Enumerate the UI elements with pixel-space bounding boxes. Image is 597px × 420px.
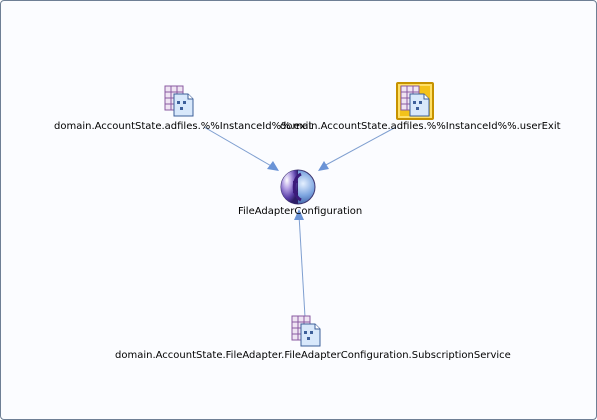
file-table-icon [400, 85, 430, 117]
node-label: FileAdapterConfiguration [238, 206, 363, 217]
arrowhead-icon [267, 161, 279, 171]
node-label: domain.AccountState.adfiles.%%InstanceId… [54, 121, 313, 132]
file-table-icon [291, 315, 321, 347]
edge-userexit-to-config [323, 126, 397, 167]
file-table-icon [164, 85, 194, 117]
node-label: domain.AccountState.adfiles.%%InstanceId… [280, 121, 561, 132]
edge-subscription-to-config [298, 214, 306, 318]
edge-exit-to-config [203, 126, 274, 168]
arrowhead-icon [294, 209, 304, 220]
arrowhead-icon [318, 161, 329, 171]
node-label: domain.AccountState.FileAdapter.FileAdap… [115, 350, 511, 361]
adapter-sphere-icon [280, 169, 316, 205]
